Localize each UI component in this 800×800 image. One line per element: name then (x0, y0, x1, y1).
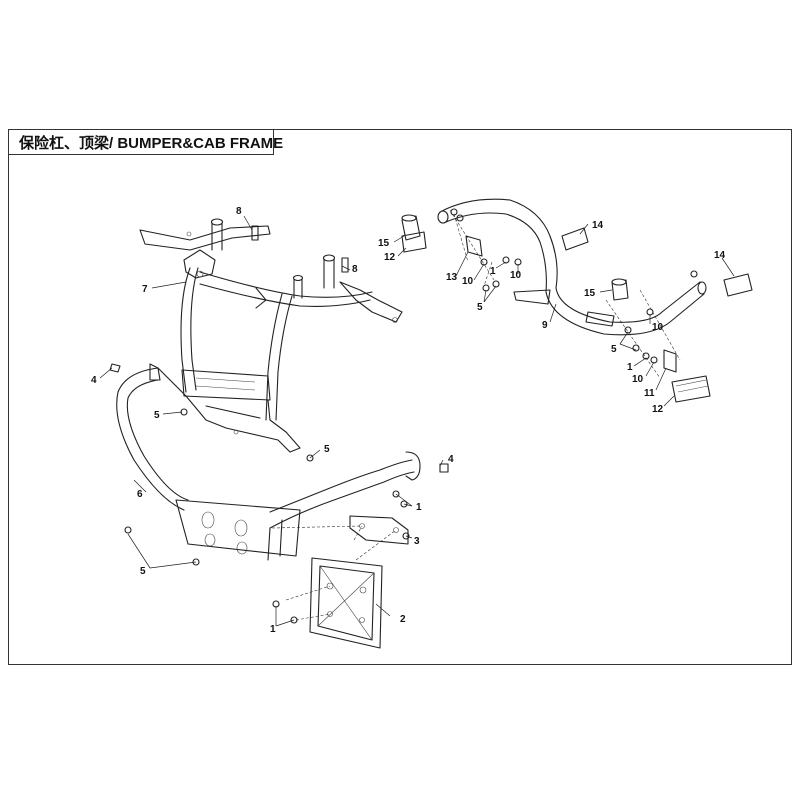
callout-6: 6 (137, 489, 143, 500)
callout-labels: 8 7 8 4 5 5 4 6 1 3 5 2 1 14 15 12 13 10… (91, 206, 726, 635)
roof-beam-part (437, 198, 707, 336)
callout-3: 3 (414, 536, 420, 547)
callout-11: 11 (644, 388, 655, 399)
fasteners (109, 225, 449, 624)
drawing-frame (8, 129, 792, 665)
callout-10a: 10 (462, 276, 474, 287)
callout-7: 7 (142, 284, 148, 295)
cab-frame-part (139, 218, 403, 453)
callout-5b: 5 (324, 444, 330, 455)
callout-5c: 5 (140, 566, 146, 577)
callout-13: 13 (446, 272, 458, 283)
callout-12b: 12 (652, 404, 664, 415)
callout-1b: 1 (270, 624, 276, 635)
callout-5a: 5 (154, 410, 160, 421)
roof-small-parts (401, 208, 753, 403)
title-box: 保险杠、顶梁/ BUMPER&CAB FRAME (8, 129, 283, 155)
license-plate-frame-part (309, 557, 383, 649)
callout-5e: 5 (611, 344, 617, 355)
callout-4b: 4 (448, 454, 454, 465)
callout-2: 2 (400, 614, 406, 625)
callout-4a: 4 (91, 375, 97, 386)
callout-9: 9 (542, 320, 548, 331)
callout-1c: 1 (490, 266, 496, 277)
license-bracket-part (349, 515, 409, 545)
assembly-guide-lines (271, 209, 681, 621)
callout-10c: 10 (652, 322, 664, 333)
callout-12a: 12 (384, 252, 396, 263)
callout-8b: 8 (352, 264, 358, 275)
page-title: 保险杠、顶梁/ BUMPER&CAB FRAME (19, 134, 284, 152)
callout-15b: 15 (584, 288, 596, 299)
callout-8a: 8 (236, 206, 242, 217)
callout-10b: 10 (510, 270, 522, 281)
callout-5d: 5 (477, 302, 483, 313)
leader-lines (99, 215, 735, 627)
callout-14b: 14 (714, 250, 726, 261)
callout-1d: 1 (627, 362, 633, 373)
front-bumper-part (116, 363, 421, 561)
callout-10d: 10 (632, 374, 644, 385)
callout-14a: 14 (592, 220, 604, 231)
callout-1a: 1 (416, 502, 422, 513)
callout-15a: 15 (378, 238, 390, 249)
